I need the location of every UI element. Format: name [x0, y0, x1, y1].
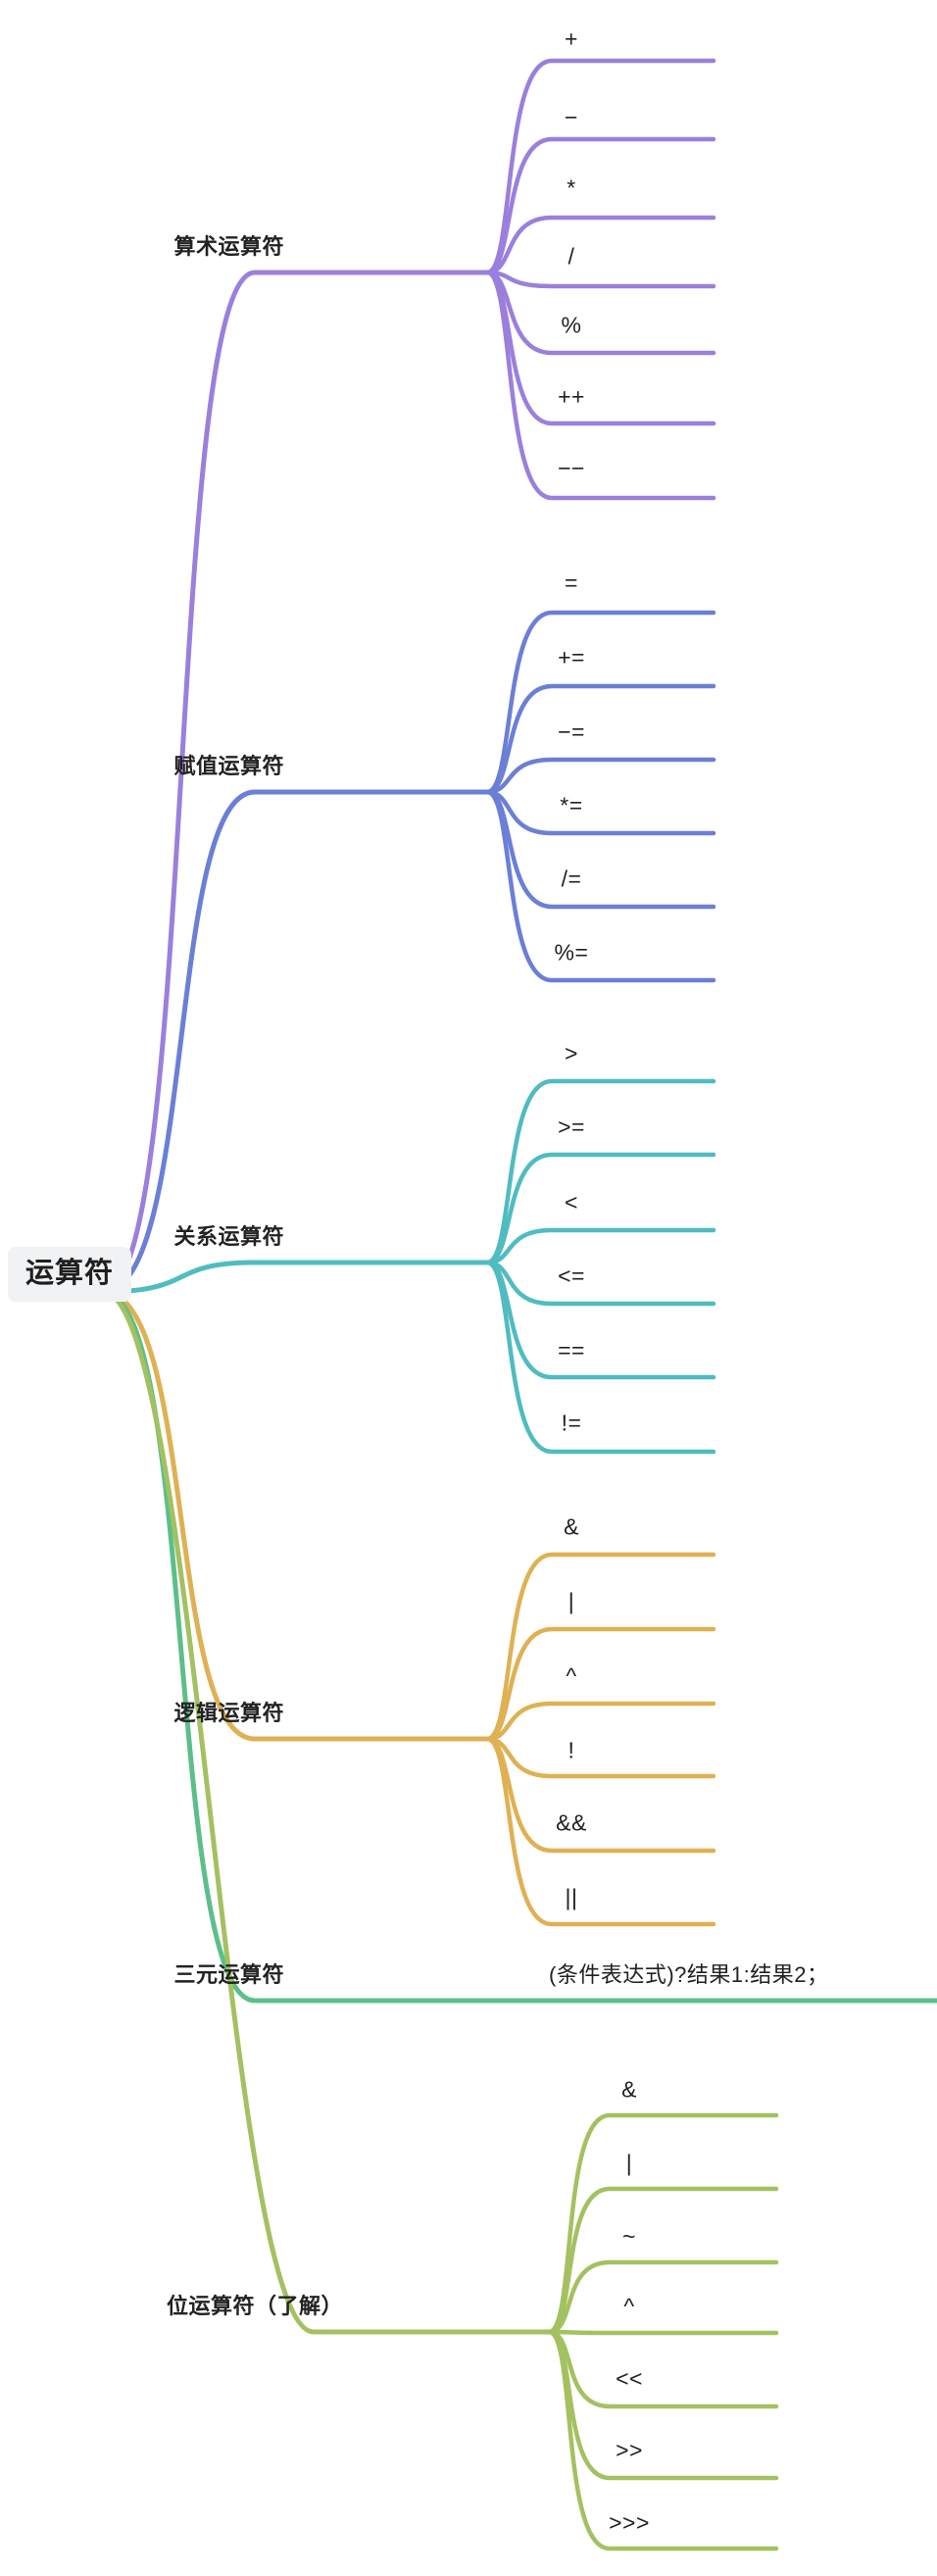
- connector-path: [484, 1260, 716, 1455]
- connector-path: [546, 2186, 779, 2335]
- leaf-arithmetic-6[interactable]: −−: [558, 455, 585, 481]
- connector-path: [484, 136, 716, 275]
- connector-path: [484, 1552, 716, 1742]
- leaf-logical-4[interactable]: &&: [556, 1809, 587, 1836]
- connector-path: [484, 1260, 716, 1380]
- connector-path: [546, 2329, 779, 2481]
- connector-path: [484, 1736, 716, 1927]
- connector-path: [100, 1289, 552, 2335]
- connector-path: [484, 683, 716, 795]
- connector-path: [100, 789, 490, 1295]
- leaf-logical-3[interactable]: !: [567, 1737, 575, 1763]
- leaf-assignment-2[interactable]: −=: [558, 718, 585, 745]
- leaf-bitwise-1[interactable]: |: [625, 2150, 633, 2176]
- leaf-relational-2[interactable]: <: [565, 1189, 578, 1215]
- leaf-arithmetic-5[interactable]: ++: [558, 383, 585, 410]
- connector-path: [484, 1260, 716, 1307]
- connector-path: [484, 270, 716, 426]
- branch-label-bitwise[interactable]: 位运算符（了解）: [166, 2293, 343, 2318]
- branch-label-ternary[interactable]: 三元运算符: [173, 1961, 284, 1987]
- leaf-relational-3[interactable]: <=: [558, 1263, 585, 1289]
- connector-path: [546, 2329, 779, 2551]
- leaf-relational-0[interactable]: >: [565, 1040, 578, 1066]
- leaf-ternary-0[interactable]: (条件表达式)?结果1:结果2；: [549, 1961, 829, 1987]
- connector-path: [484, 215, 716, 275]
- leaf-relational-5[interactable]: !=: [561, 1410, 582, 1436]
- root-node[interactable]: 运算符: [8, 1247, 132, 1302]
- connector-path: [484, 270, 716, 501]
- branch-label-relational[interactable]: 关系运算符: [173, 1223, 284, 1249]
- connector-path: [484, 789, 716, 910]
- leaf-logical-0[interactable]: &: [564, 1513, 579, 1540]
- connector-path: [100, 1289, 490, 1742]
- connector-path: [484, 270, 716, 356]
- leaf-assignment-1[interactable]: +=: [558, 644, 585, 670]
- leaf-bitwise-2[interactable]: ~: [622, 2223, 636, 2250]
- connector-path: [100, 1289, 490, 2004]
- leaf-arithmetic-4[interactable]: %: [561, 312, 582, 338]
- leaf-logical-2[interactable]: ^: [566, 1662, 577, 1689]
- branch-label-arithmetic[interactable]: 算术运算符: [173, 233, 284, 259]
- leaf-logical-5[interactable]: ||: [565, 1884, 578, 1910]
- connector-path: [484, 610, 716, 795]
- leaf-assignment-0[interactable]: =: [565, 570, 578, 596]
- connector-path: [484, 789, 716, 983]
- leaf-assignment-5[interactable]: %=: [554, 939, 589, 966]
- connector-path: [484, 58, 716, 275]
- leaf-assignment-4[interactable]: /=: [561, 866, 582, 892]
- connector-path: [546, 2329, 779, 2336]
- branch-label-logical[interactable]: 逻辑运算符: [173, 1700, 284, 1725]
- leaf-bitwise-4[interactable]: <<: [616, 2365, 643, 2392]
- connector-path: [484, 1626, 716, 1742]
- connector-path: [484, 789, 716, 836]
- connector-path: [484, 270, 716, 289]
- connector-path: [484, 1736, 716, 1779]
- leaf-bitwise-6[interactable]: >>>: [609, 2509, 650, 2536]
- connector-path: [484, 1152, 716, 1265]
- connector-path: [484, 1227, 716, 1265]
- leaf-arithmetic-0[interactable]: +: [565, 25, 578, 52]
- connector-path: [100, 270, 490, 1295]
- branch-label-assignment[interactable]: 赋值运算符: [173, 753, 284, 778]
- connector-path: [484, 1078, 716, 1265]
- leaf-bitwise-3[interactable]: ^: [623, 2293, 635, 2319]
- connector-path: [484, 1736, 716, 1854]
- leaf-assignment-3[interactable]: *=: [560, 792, 583, 818]
- connector-path: [484, 1701, 716, 1742]
- leaf-arithmetic-1[interactable]: −: [565, 104, 578, 130]
- leaf-relational-4[interactable]: ==: [558, 1337, 585, 1363]
- leaf-arithmetic-3[interactable]: /: [567, 243, 575, 270]
- connector-path: [484, 757, 716, 795]
- connector-path: [546, 2259, 779, 2335]
- leaf-logical-1[interactable]: |: [567, 1588, 575, 1614]
- leaf-relational-1[interactable]: >=: [558, 1114, 585, 1140]
- leaf-bitwise-0[interactable]: &: [621, 2076, 637, 2103]
- connector-path: [100, 1260, 490, 1295]
- leaf-arithmetic-2[interactable]: *: [567, 174, 576, 201]
- connector-path: [546, 2112, 779, 2335]
- leaf-bitwise-5[interactable]: >>: [616, 2437, 643, 2463]
- connector-path: [546, 2329, 779, 2409]
